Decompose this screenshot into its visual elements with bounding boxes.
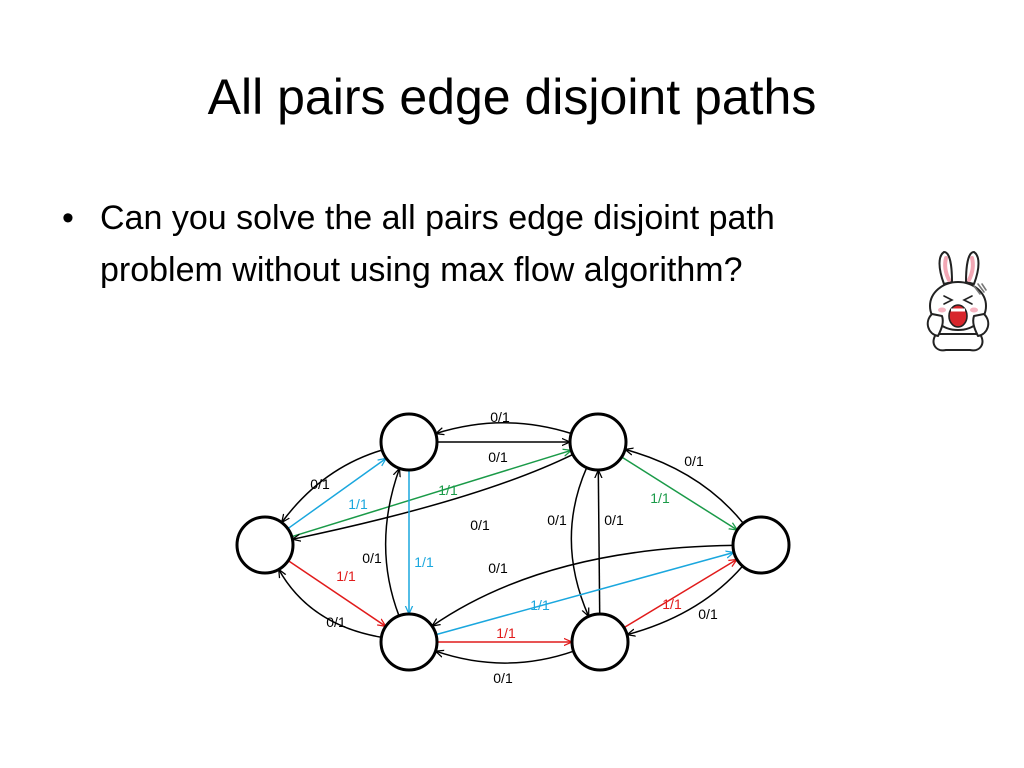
edge-label-r-tr: 0/1	[684, 453, 704, 469]
edge-tr-br	[570, 467, 590, 617]
edge-br-r	[623, 559, 737, 629]
edge-r-bl	[432, 544, 734, 626]
edge-label-bl-tl: 0/1	[362, 550, 382, 566]
node-left	[235, 515, 295, 575]
screaming-bunny-icon	[926, 251, 990, 352]
edge-label-br-tr: 0/1	[604, 512, 624, 528]
node-top-right	[568, 412, 628, 472]
edge-r-br	[627, 565, 744, 635]
edge-bl-l	[279, 569, 382, 639]
edge-tl-l	[282, 449, 383, 523]
edge-label-r-br: 0/1	[698, 606, 718, 622]
edge-tr-tl	[436, 422, 572, 434]
edge-tr-l	[292, 453, 574, 539]
edge-label-tr-br: 0/1	[547, 512, 567, 528]
edge-l-tl	[287, 458, 386, 530]
edge-label-tl-bl: 1/1	[414, 554, 434, 570]
edge-label-br-r: 1/1	[662, 596, 682, 612]
edge-br-bl	[436, 651, 574, 664]
edge-label-br-bl: 0/1	[493, 670, 513, 686]
edge-br-tr	[598, 470, 599, 615]
edge-tr-r	[621, 456, 738, 530]
node-top-left	[379, 412, 439, 472]
edge-label-l-tl: 1/1	[348, 496, 368, 512]
bullet-line: Can you solve the all pairs edge disjoin…	[100, 199, 775, 237]
edge-label-tr-l: 0/1	[470, 517, 490, 533]
edge-label-r-bl: 0/1	[488, 560, 508, 576]
node-right	[731, 515, 791, 575]
edge-label-l-tr: 1/1	[438, 482, 458, 498]
node-bottom-right	[570, 612, 630, 672]
edge-label-l-bl: 1/1	[336, 568, 356, 584]
slide-title: All pairs edge disjoint paths	[207, 69, 817, 125]
edge-r-tr	[625, 449, 744, 524]
edge-label-bl-l: 0/1	[326, 614, 346, 630]
edge-label-tr-r: 1/1	[650, 490, 670, 506]
edge-label-bl-br: 1/1	[496, 625, 516, 641]
edge-label-bl-r: 1/1	[530, 597, 550, 613]
edge-l-tr	[291, 450, 572, 538]
bullet-dot: •	[62, 199, 74, 237]
edge-label-tr-tl: 0/1	[490, 409, 510, 425]
edge-bl-tl	[384, 468, 400, 617]
node-bottom-left	[379, 612, 439, 672]
edge-label-tl-l: 0/1	[310, 476, 330, 492]
edge-label-tl-tr: 0/1	[488, 449, 508, 465]
bullet-item: • Can you solve the all pairs edge disjo…	[62, 192, 942, 296]
edge-l-bl	[287, 559, 386, 627]
bullet-list: • Can you solve the all pairs edge disjo…	[62, 192, 942, 296]
edge-bl-r	[435, 552, 734, 636]
bullet-line: problem without using max flow algorithm…	[100, 251, 743, 289]
